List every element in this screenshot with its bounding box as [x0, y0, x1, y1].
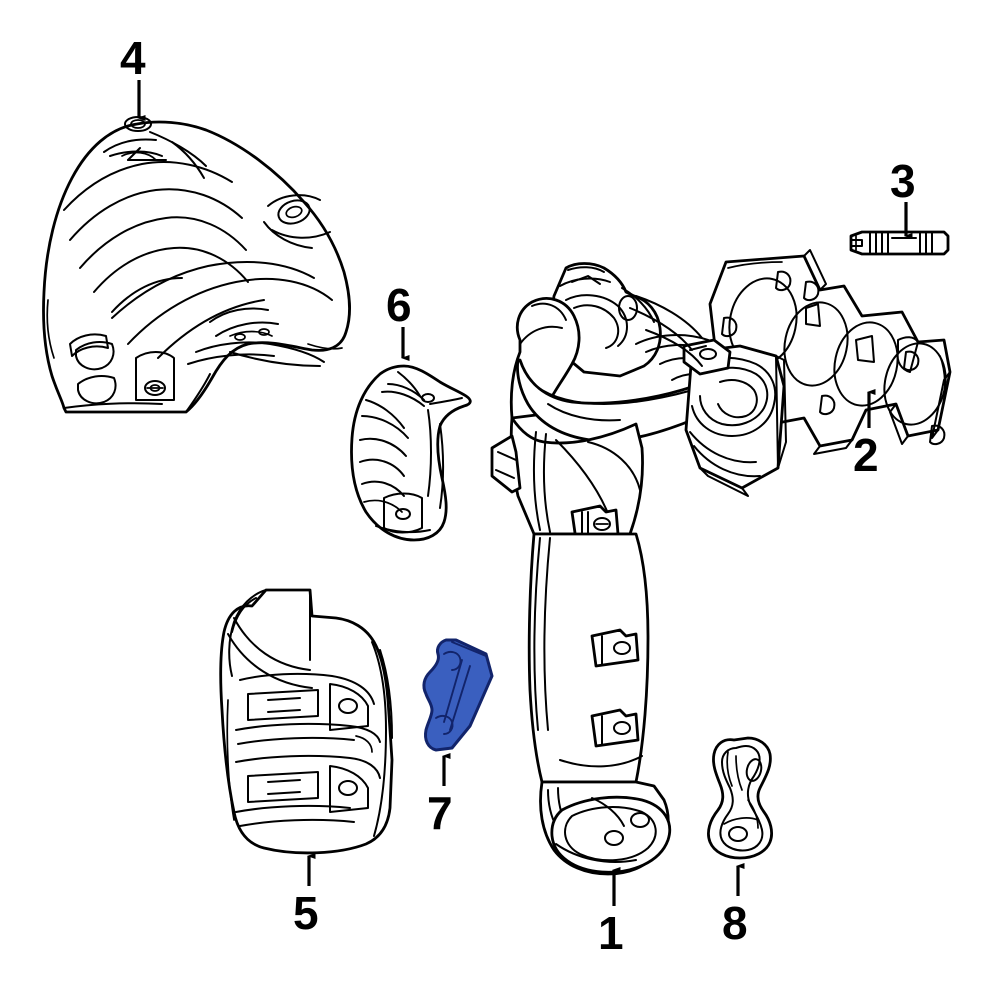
callout-label-5[interactable]: 5: [293, 887, 319, 939]
part-7-exhaust-manifold-stay-bracket[interactable]: [422, 638, 494, 752]
part-8-exhaust-pipe-support-bracket[interactable]: [707, 736, 773, 860]
part-3-manifold-stud-bolt[interactable]: [849, 230, 950, 256]
callout-label-4[interactable]: 4: [120, 32, 146, 84]
callout-label-3[interactable]: 3: [890, 155, 916, 207]
callout-arrows: [137, 80, 913, 906]
callout-label-1[interactable]: 1: [598, 907, 624, 959]
callout-label-6[interactable]: 6: [386, 279, 412, 331]
part-1-exhaust-manifold-with-catalytic-converter[interactable]: [490, 262, 787, 876]
part-4-upper-heat-insulator-shield[interactable]: [42, 116, 351, 414]
callout-label-8[interactable]: 8: [722, 897, 748, 949]
part-6-converter-heat-insulator-shield[interactable]: [350, 364, 472, 542]
part-5-lower-heat-insulator-shield[interactable]: [219, 588, 394, 855]
callout-label-2[interactable]: 2: [853, 429, 879, 481]
callout-label-7[interactable]: 7: [427, 787, 453, 839]
